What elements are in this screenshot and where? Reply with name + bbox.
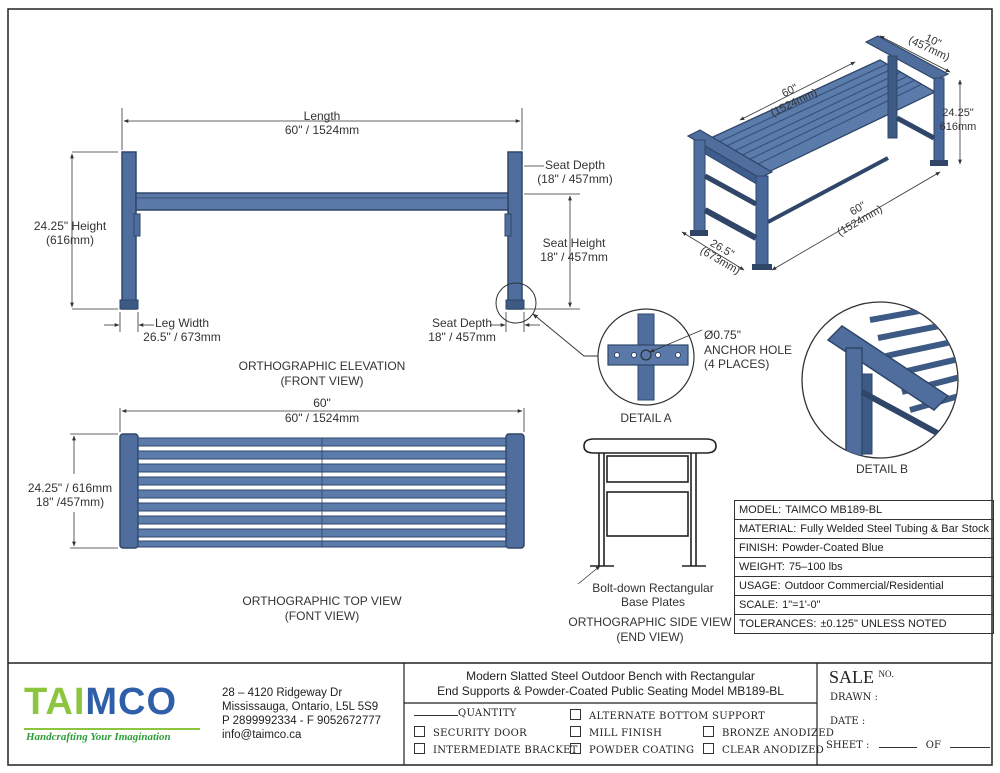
top-dim-b: 60" / 1524mm — [284, 411, 360, 425]
seat-height-label: Seat Height — [542, 236, 606, 250]
address-line-2: Mississauga, Ontario, L5L 5S9 — [222, 701, 379, 713]
detail-b-title: DETAIL B — [855, 462, 908, 476]
checkbox[interactable] — [570, 709, 581, 720]
option-security-door[interactable]: SECURITY DOOR — [414, 726, 527, 739]
side-view-title: ORTHOGRAPHIC SIDE VIEW — [568, 615, 732, 629]
seat-depth-label: Seat Depth — [544, 158, 606, 172]
address-line-1: 28 – 4120 Ridgeway Dr — [222, 687, 343, 699]
spec-key: MATERIAL: — [739, 523, 797, 535]
spec-value: 1"=1'-0" — [782, 599, 821, 611]
iso-height: 24.25" — [942, 107, 974, 119]
seat-depth-bottom-value: 18" / 457mm — [428, 330, 496, 344]
top-view-subtitle: (FONT VIEW) — [284, 609, 360, 623]
company-phone: P 2899992334 - F 9052672777 — [222, 715, 382, 727]
spec-cell: USAGE:Outdoor Commercial/Residential — [734, 576, 994, 596]
logo-text: TAIMCO — [24, 681, 178, 723]
sheet-field[interactable]: SHEET : OF — [826, 740, 991, 751]
spec-row: WEIGHT:75–100 lbs — [734, 557, 994, 577]
spec-value: Powder-Coated Blue — [782, 542, 884, 554]
seat-depth-value: (18" / 457mm) — [537, 172, 613, 186]
spec-key: TOLERANCES: — [739, 618, 817, 630]
spec-row: MATERIAL:Fully Welded Steel Tubing & Bar… — [734, 519, 994, 539]
spec-cell: MATERIAL:Fully Welded Steel Tubing & Bar… — [734, 519, 994, 539]
seat-depth-bottom-label: Seat Depth — [431, 316, 493, 330]
drawing-title-line-2: End Supports & Powder-Coated Public Seat… — [437, 684, 784, 698]
height-value: (616mm) — [45, 233, 94, 247]
height-label: 24.25" Height — [33, 219, 107, 233]
spec-value: 75–100 lbs — [788, 561, 843, 573]
spec-key: SCALE: — [739, 599, 779, 611]
top-dim-a: 60" — [313, 396, 331, 410]
company-tagline: Handcrafting Your Imagination — [26, 731, 171, 743]
spec-cell: MODEL:TAIMCO MB189-BL — [735, 501, 994, 520]
front-view-subtitle: (FRONT VIEW) — [280, 374, 364, 388]
side-view-outline — [583, 438, 717, 567]
spec-cell: WEIGHT:75–100 lbs — [734, 557, 994, 577]
spec-row: USAGE:Outdoor Commercial/Residential — [734, 576, 994, 596]
option-mill-finish[interactable]: MILL FINISH — [570, 726, 662, 739]
side-view-subtitle: (END VIEW) — [616, 630, 684, 644]
checkbox[interactable] — [703, 743, 714, 754]
spec-row: SCALE:1"=1'-0" — [734, 595, 994, 615]
company-logo: TAIMCO — [24, 682, 177, 722]
anchor-hole-places: (4 PLACES) — [704, 357, 770, 371]
detail-b-drawing — [801, 301, 959, 459]
anchor-hole-label: ANCHOR HOLE — [704, 343, 793, 357]
spec-row: FINISH:Powder-Coated Blue — [734, 538, 994, 558]
company-email[interactable]: info@taimco.ca — [222, 729, 302, 741]
spec-row: MODEL:TAIMCO MB189-BL — [735, 501, 994, 520]
spec-key: WEIGHT: — [739, 561, 785, 573]
drawn-field[interactable]: DRAWN : — [830, 692, 878, 703]
top-view-title: ORTHOGRAPHIC TOP VIEW — [242, 594, 402, 608]
option-powder-coating[interactable]: POWDER COATING — [570, 743, 694, 756]
sale-number: SALE NO. — [829, 667, 894, 687]
spec-value: ±0.125" UNLESS NOTED — [820, 618, 947, 630]
top-view-bench — [119, 433, 525, 549]
checkbox[interactable] — [570, 726, 581, 737]
option-alternate-bottom-support[interactable]: ALTERNATE BOTTOM SUPPORT — [570, 709, 765, 722]
spec-cell: TOLERANCES:±0.125" UNLESS NOTED — [734, 614, 994, 634]
checkbox[interactable] — [570, 743, 581, 754]
base-plate-callout-2: Base Plates — [620, 595, 686, 609]
spec-value: Outdoor Commercial/Residential — [784, 580, 944, 592]
seat-height-value: 18" / 457mm — [540, 250, 608, 264]
checkbox[interactable] — [703, 726, 714, 737]
quantity-field[interactable]: QUANTITY — [414, 708, 517, 719]
top-dim-d: 18" /457mm) — [35, 495, 105, 509]
detail-a-title: DETAIL A — [620, 411, 672, 425]
drawing-title-line-1: Modern Slatted Steel Outdoor Bench with … — [466, 669, 755, 683]
spec-cell: FINISH:Powder-Coated Blue — [734, 538, 994, 558]
detail-a-drawing — [597, 308, 703, 406]
checkbox[interactable] — [414, 743, 425, 754]
spec-cell: SCALE:1"=1'-0" — [734, 595, 994, 615]
anchor-hole-size: Ø0.75" — [704, 328, 741, 342]
base-plate-callout-1: Bolt-down Rectangular — [592, 581, 714, 595]
quantity-label: QUANTITY — [458, 708, 517, 719]
spec-row: TOLERANCES:±0.125" UNLESS NOTED — [734, 614, 994, 634]
spec-key: MODEL: — [739, 504, 782, 516]
checkbox[interactable] — [414, 726, 425, 737]
front-view-title: ORTHOGRAPHIC ELEVATION — [238, 359, 406, 373]
leg-width-label: Leg Width — [154, 316, 210, 330]
leg-width-value: 26.5" / 673mm — [143, 330, 221, 344]
spec-key: USAGE: — [739, 580, 781, 592]
iso-height-mm: 616mm — [939, 121, 977, 133]
option-clear-anodized[interactable]: CLEAR ANODIZED — [703, 743, 824, 756]
isometric-bench — [686, 35, 950, 270]
drawing-title: Modern Slatted Steel Outdoor Bench with … — [404, 669, 817, 699]
spec-value: Fully Welded Steel Tubing & Bar Stock — [800, 523, 989, 535]
length-label: Length — [303, 109, 341, 123]
front-elevation-bench — [119, 151, 525, 310]
length-value: 60" / 1524mm — [284, 123, 360, 137]
date-field[interactable]: DATE : — [830, 716, 866, 727]
spec-key: FINISH: — [739, 542, 779, 554]
top-dim-c: 24.25" / 616mm — [27, 481, 113, 495]
option-intermediate-bracket[interactable]: INTERMEDIATE BRACKET — [414, 743, 578, 756]
spec-value: TAIMCO MB189-BL — [785, 504, 883, 516]
option-bronze-anodized[interactable]: BRONZE ANODIZED — [703, 726, 834, 739]
